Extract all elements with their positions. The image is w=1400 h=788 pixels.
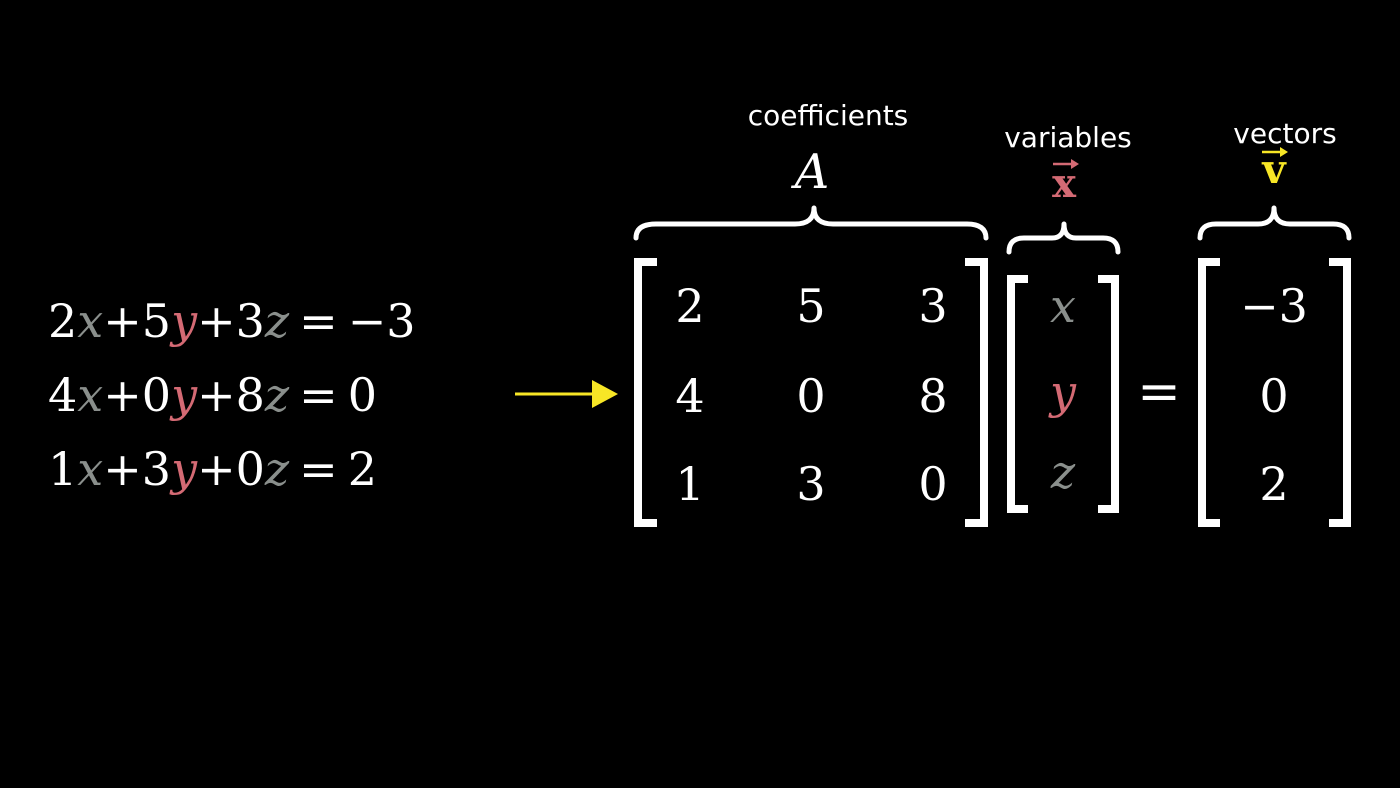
- bracket-right-constants: [1329, 258, 1351, 527]
- plus: +: [103, 442, 142, 496]
- symbol-matrix-a: A: [794, 144, 830, 200]
- rhs: 2: [347, 442, 377, 496]
- coef: 0: [141, 368, 172, 422]
- brace-coefficients: [633, 205, 989, 241]
- vector-arrow-x-icon: [1053, 159, 1079, 169]
- constant-value: 0: [1259, 369, 1289, 423]
- plus: +: [103, 368, 142, 422]
- var-z: z: [264, 442, 290, 496]
- variable-z: z: [1050, 445, 1076, 499]
- bracket-right-matrix: [965, 258, 988, 527]
- plus: +: [197, 368, 236, 422]
- equals-sign: =: [1137, 362, 1181, 422]
- bracket-left-matrix: [634, 258, 657, 527]
- coef: 0: [235, 442, 265, 496]
- constant-value: 2: [1259, 457, 1289, 511]
- label-vectors: vectors: [1233, 117, 1337, 150]
- rhs: 0: [347, 368, 377, 422]
- brace-variables: [1006, 221, 1121, 255]
- var-x: x: [77, 294, 104, 348]
- matrix-cell: 1: [675, 457, 705, 511]
- brace-vectors: [1197, 205, 1352, 241]
- symbol-vector-x: x: [1052, 160, 1076, 207]
- coef: 5: [141, 294, 172, 348]
- equals: =: [299, 442, 338, 496]
- bracket-left-variables: [1007, 275, 1028, 513]
- constant-value: −3: [1240, 279, 1308, 333]
- equals: =: [299, 368, 338, 422]
- equation-row-1: 2x+5y+3z=−3: [48, 298, 416, 344]
- bracket-right-variables: [1098, 275, 1119, 513]
- var-x: x: [77, 368, 104, 422]
- matrix-cell: 2: [675, 279, 705, 333]
- equals: =: [299, 294, 338, 348]
- rhs: −3: [347, 294, 416, 348]
- equation-row-3: 1x+3y+0z=2: [48, 446, 377, 492]
- variable-y: y: [1050, 365, 1076, 419]
- label-variables: variables: [1004, 121, 1132, 154]
- matrix-cell: 0: [918, 457, 948, 511]
- var-z: z: [264, 368, 290, 422]
- variable-x: x: [1050, 279, 1076, 333]
- coef: 8: [235, 368, 265, 422]
- var-y: y: [171, 368, 198, 422]
- matrix-cell: 3: [918, 279, 948, 333]
- matrix-cell: 4: [675, 369, 705, 423]
- arrow-icon: [515, 380, 618, 408]
- plus: +: [197, 294, 236, 348]
- coef: 3: [235, 294, 265, 348]
- matrix-cell: 8: [918, 369, 948, 423]
- plus: +: [103, 294, 142, 348]
- matrix-cell: 0: [796, 369, 826, 423]
- var-y: y: [171, 294, 198, 348]
- coef: 1: [48, 442, 78, 496]
- matrix-cell: 3: [796, 457, 826, 511]
- var-x: x: [77, 442, 104, 496]
- symbol-vector-v: v: [1262, 146, 1286, 193]
- label-coefficients: coefficients: [747, 99, 909, 132]
- var-z: z: [264, 294, 290, 348]
- equation-row-2: 4x+0y+8z=0: [48, 372, 377, 418]
- coef: 4: [48, 368, 78, 422]
- coef: 2: [48, 294, 78, 348]
- matrix-cell: 5: [796, 279, 826, 333]
- coef: 3: [141, 442, 172, 496]
- plus: +: [197, 442, 236, 496]
- var-y: y: [171, 442, 198, 496]
- bracket-left-constants: [1198, 258, 1220, 527]
- vector-arrow-v-icon: [1262, 147, 1288, 157]
